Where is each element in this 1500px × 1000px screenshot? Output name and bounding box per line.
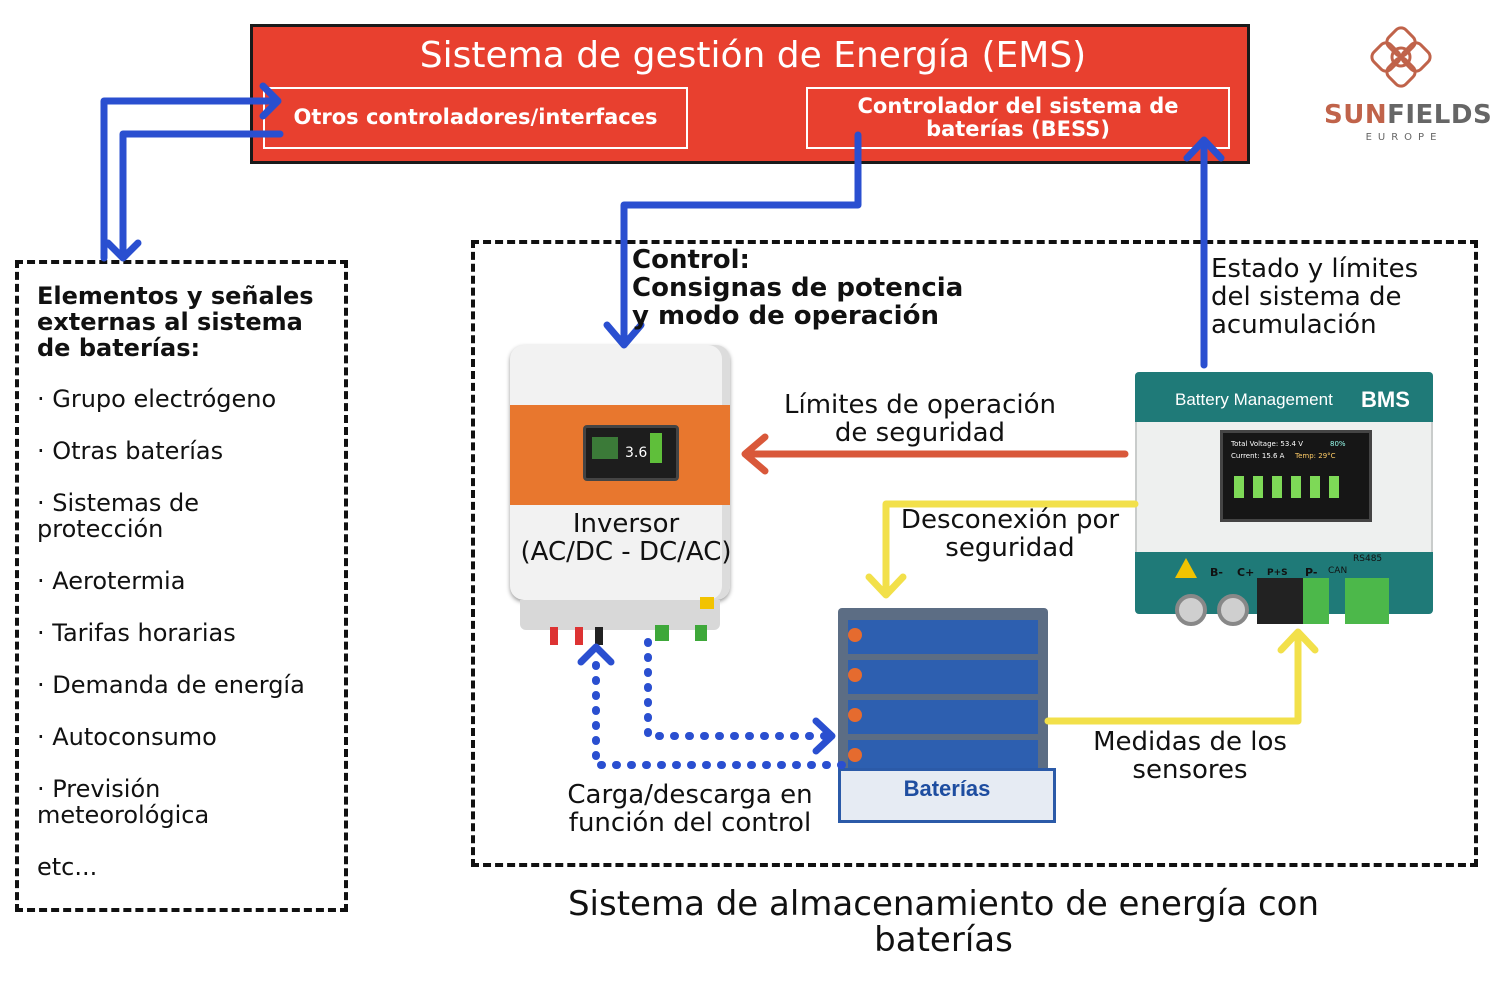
bess-controller-line2: baterías (BESS) bbox=[926, 117, 1110, 141]
list-item: · Previsión bbox=[37, 775, 161, 803]
sunfields-logo: SUNFIELDS EUROPE bbox=[1320, 22, 1492, 147]
disconnect-line2: seguridad bbox=[945, 533, 1075, 563]
list-item: meteorológica bbox=[37, 801, 210, 829]
limits-label: Límites de operación de seguridad bbox=[760, 391, 1080, 447]
list-item: · Demanda de energía bbox=[37, 671, 305, 699]
list-item: · Autoconsumo bbox=[37, 723, 217, 751]
state-line2: del sistema de bbox=[1211, 282, 1402, 312]
bms-badge: BMS bbox=[1361, 387, 1410, 412]
list-item: · Aerotermia bbox=[37, 567, 186, 595]
bms-temp: Temp: 29°C bbox=[1295, 452, 1336, 460]
state-line1: Estado y límites bbox=[1211, 254, 1419, 284]
arrow-battery-to-inverter bbox=[592, 651, 846, 769]
control-line2: Consignas de potencia bbox=[632, 273, 964, 303]
external-title: Elementos y señales externas al sistema … bbox=[37, 283, 314, 361]
measures-line2: sensores bbox=[1132, 755, 1248, 785]
state-line3: acumulación bbox=[1211, 310, 1377, 340]
logo-fields: FIELDS bbox=[1387, 100, 1493, 130]
bms-terminal: B- bbox=[1210, 566, 1223, 579]
inverter-device: 3.6 bbox=[510, 345, 730, 645]
inverter-label-line2: (AC/DC - DC/AC) bbox=[520, 537, 732, 567]
external-elements-box bbox=[15, 260, 348, 912]
bms-terminal: CAN bbox=[1328, 566, 1348, 576]
footer-caption: Sistema de almacenamiento de energía con… bbox=[471, 886, 1416, 958]
charge-label: Carga/descarga en función del control bbox=[555, 781, 825, 837]
measures-line1: Medidas de los bbox=[1093, 727, 1287, 757]
limits-line2: de seguridad bbox=[834, 418, 1006, 448]
arrow-charge-to-battery bbox=[644, 638, 830, 740]
state-limits-label: Estado y límites del sistema de acumulac… bbox=[1211, 255, 1418, 339]
external-title-line3: de baterías: bbox=[37, 334, 201, 362]
storage-system-box bbox=[471, 240, 1478, 867]
arrow-disconnect bbox=[882, 500, 1139, 594]
footer-line1: Sistema de almacenamiento de energía con bbox=[567, 884, 1320, 924]
external-title-line1: Elementos y señales bbox=[37, 282, 314, 310]
other-controllers-label: Otros controladores/interfaces bbox=[293, 105, 658, 130]
bms-terminal: P- bbox=[1305, 566, 1318, 579]
arrow-to-external bbox=[119, 130, 284, 256]
bms-total-voltage: Total Voltage: 53.4 V bbox=[1231, 440, 1304, 448]
footer-line2: baterías bbox=[874, 920, 1013, 960]
disconnect-label: Desconexión por seguridad bbox=[885, 506, 1135, 562]
logo-sub: EUROPE bbox=[1365, 132, 1443, 143]
sunfields-logo-icon bbox=[1370, 26, 1432, 88]
ems-box: Sistema de gestión de Energía (EMS) Otro… bbox=[250, 24, 1250, 164]
logo-sun: SUN bbox=[1324, 100, 1388, 130]
arrow-sensor-measures bbox=[1044, 632, 1302, 725]
charge-line1: Carga/descarga en bbox=[567, 780, 813, 810]
disconnect-line1: Desconexión por bbox=[900, 505, 1120, 535]
inverter-screen-value: 3.6 bbox=[625, 445, 648, 461]
list-item: · Grupo electrógeno bbox=[37, 385, 277, 413]
limits-line1: Límites de operación bbox=[784, 390, 1056, 420]
ems-title: Sistema de gestión de Energía (EMS) bbox=[419, 35, 1087, 76]
battery-rack: Baterías bbox=[838, 608, 1056, 828]
measures-label: Medidas de los sensores bbox=[1070, 728, 1310, 784]
bms-terminal: P+S bbox=[1267, 568, 1288, 578]
charge-line2: función del control bbox=[568, 808, 812, 838]
arrow-control-to-inverter bbox=[620, 131, 862, 344]
bms-device: Battery Management BMS Total Voltage: 53… bbox=[1135, 372, 1433, 634]
control-line3: y modo de operación bbox=[632, 301, 939, 331]
external-title-line2: externas al sistema bbox=[37, 308, 303, 336]
batteries-label: Baterías bbox=[903, 776, 991, 801]
bess-controller-line1: Controlador del sistema de bbox=[857, 93, 1179, 118]
bms-terminal: C+ bbox=[1237, 566, 1255, 579]
list-item: · Otras baterías bbox=[37, 437, 224, 465]
inverter-label-line1: Inversor bbox=[572, 509, 680, 539]
list-item: · Sistemas de bbox=[37, 489, 200, 517]
arrow-to-other-controllers bbox=[100, 97, 276, 262]
inverter-label: Inversor (AC/DC - DC/AC) bbox=[510, 510, 742, 566]
list-item: · Tarifas horarias bbox=[37, 619, 236, 647]
bms-current: Current: 15.6 A bbox=[1231, 452, 1285, 460]
bms-header: Battery Management bbox=[1175, 390, 1333, 409]
list-item: protección bbox=[37, 515, 164, 543]
bess-controller-box: Controlador del sistema de baterías (BES… bbox=[806, 87, 1230, 149]
list-item: etc... bbox=[37, 853, 98, 881]
bms-terminal: RS485 bbox=[1353, 554, 1383, 564]
bms-soc: 80% bbox=[1330, 440, 1346, 448]
control-line1: Control: bbox=[632, 245, 750, 275]
control-label: Control: Consignas de potencia y modo de… bbox=[632, 246, 963, 330]
